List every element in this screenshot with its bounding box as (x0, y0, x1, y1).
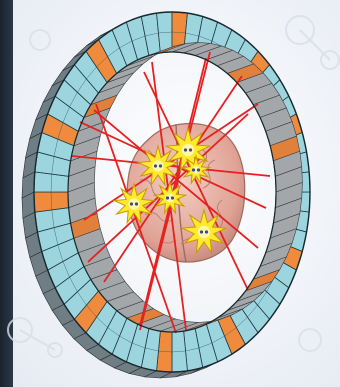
spark-dot (184, 148, 187, 151)
spark-dot (166, 196, 169, 199)
spark-dot (197, 168, 200, 171)
spark-dot (205, 230, 208, 233)
spark-dot (171, 196, 174, 199)
spark-core (198, 226, 210, 238)
spark-core (182, 144, 194, 156)
spark-dot (192, 168, 195, 171)
spark-dot (159, 164, 162, 167)
spark-dot (200, 230, 203, 233)
spark-dot (135, 202, 138, 205)
spark-dot (154, 164, 157, 167)
left-dark-band (0, 0, 13, 387)
spark-dot (189, 148, 192, 151)
spark-dot (130, 202, 133, 205)
